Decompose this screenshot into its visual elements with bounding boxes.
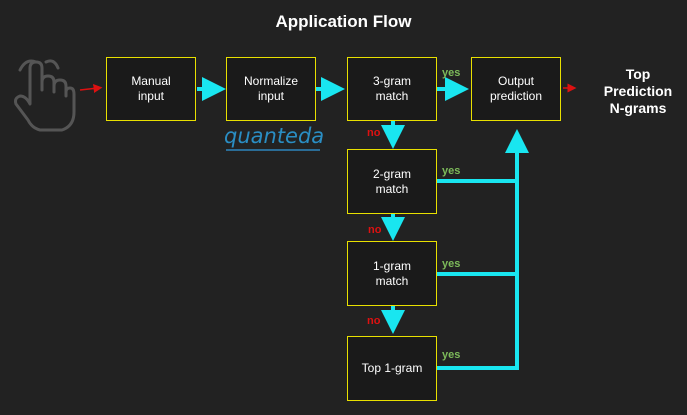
connector-top-yes [437,129,529,370]
edge-label-yes-unigram: yes [442,258,461,270]
diagram-title: Application Flow [275,12,412,31]
node-bigram-match: 2-gram match [347,149,437,214]
node-normalize-input: Normalize input [226,57,316,121]
edge-label-yes-bigram: yes [442,165,461,177]
node-output-prediction: Output prediction [471,57,561,121]
quanteda-logo-text: quanteda [224,124,325,148]
edge-label-no-bigram: no [368,224,382,236]
edge-label-no-trigram: no [367,127,381,139]
node-trigram-match: 3-gram match [347,57,437,121]
output-result-label: Top Prediction N-grams [603,66,673,116]
node-manual-input: Manual input [106,57,196,121]
input-arrow [79,84,103,93]
node-unigram-match: 1-gram match [347,241,437,306]
touch-hand-icon [14,59,76,132]
edge-label-no-unigram: no [367,315,381,327]
quanteda-logo: quanteda [224,124,324,154]
edge-label-yes-top: yes [442,349,461,361]
edge-label-yes-trigram: yes [442,67,461,79]
quanteda-logo-underline [226,149,320,151]
node-top-unigram: Top 1-gram [347,336,437,401]
